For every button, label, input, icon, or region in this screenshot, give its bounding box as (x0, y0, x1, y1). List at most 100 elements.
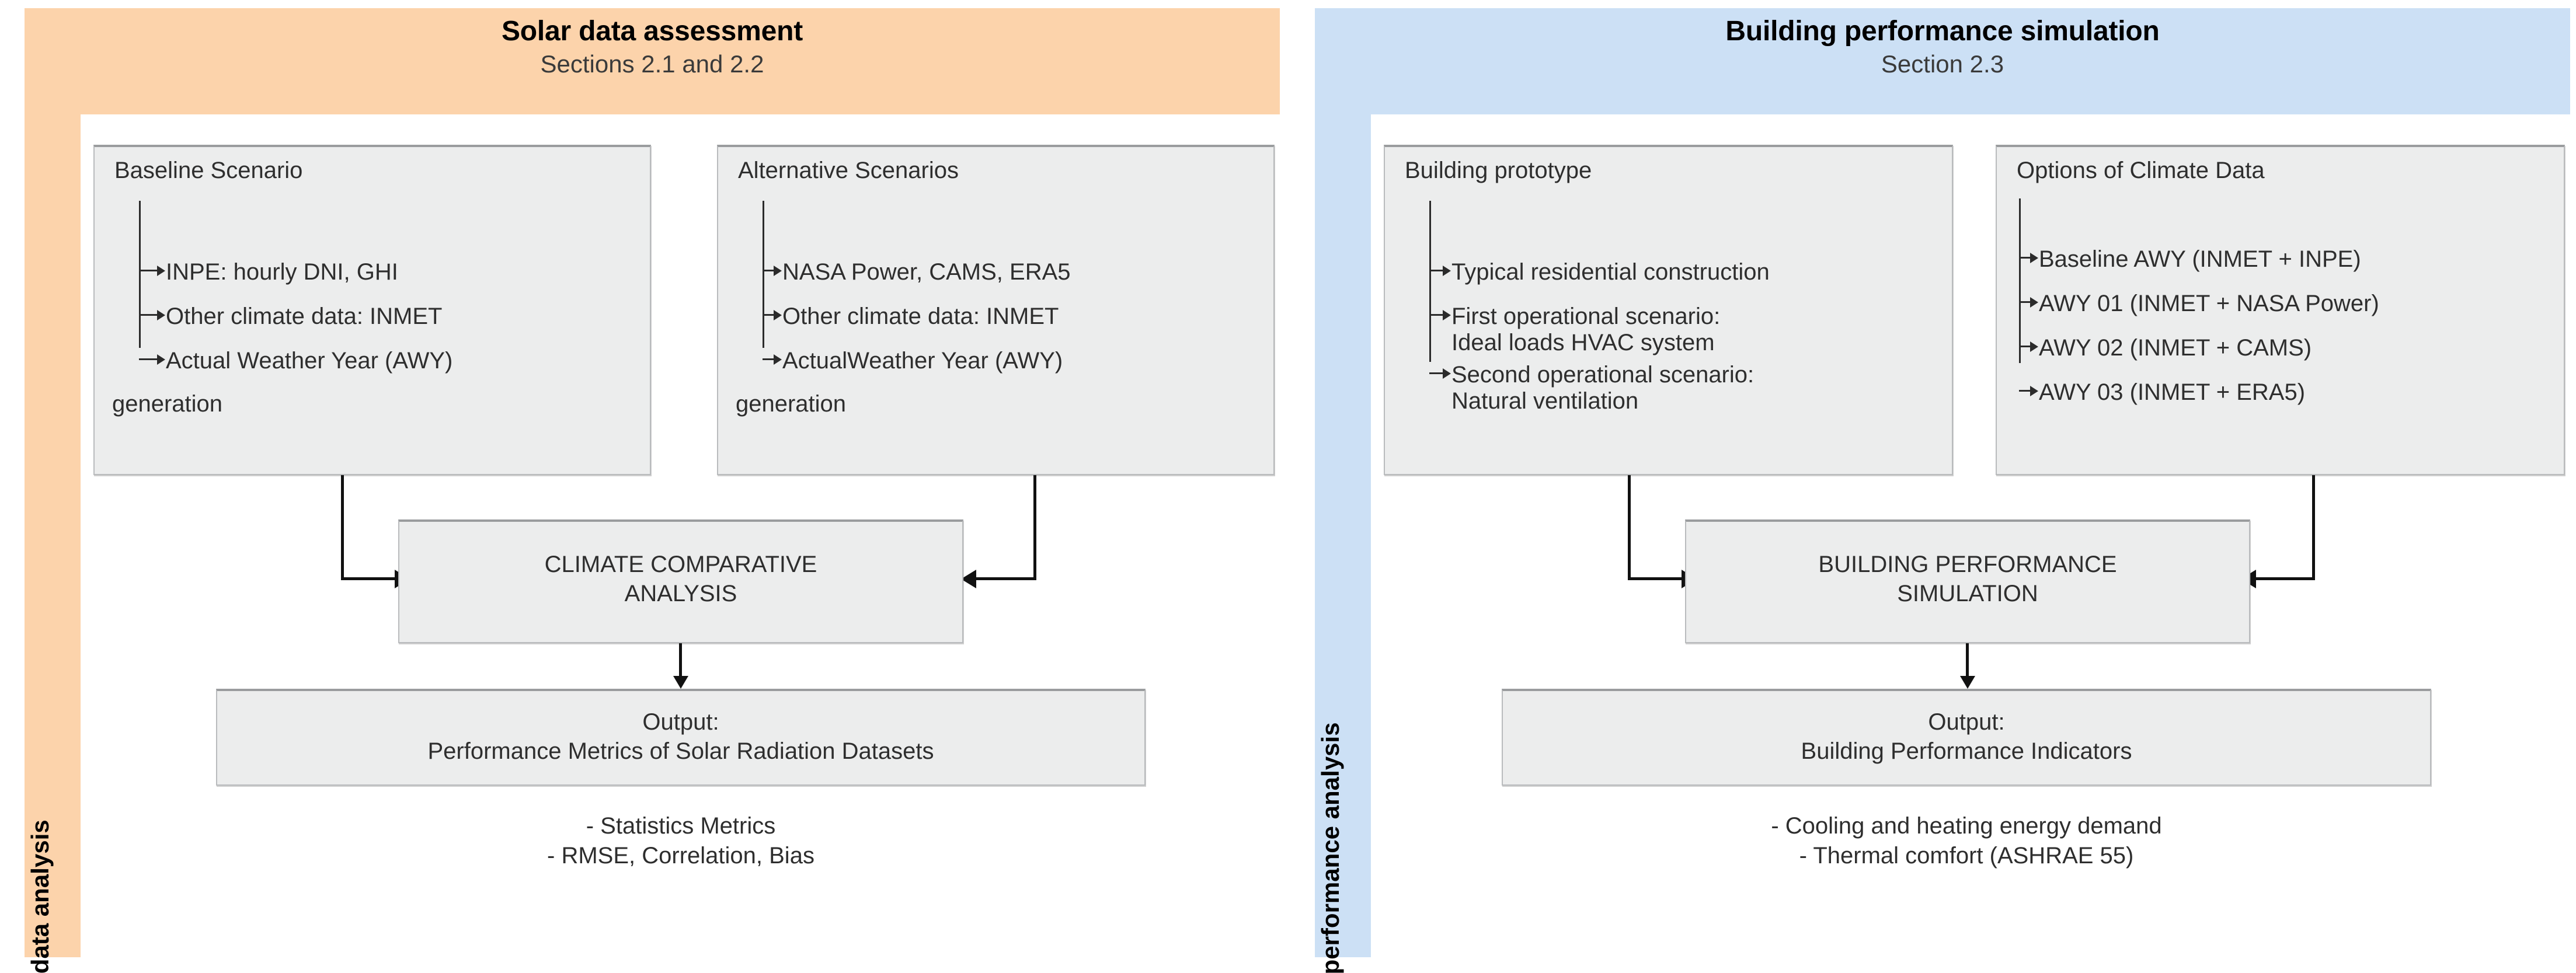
list-item: NASA Power, CAMS, ERA5 (763, 259, 1071, 285)
tree-arm (2019, 390, 2032, 392)
tree-arrow-icon (774, 310, 782, 320)
connector-line (1628, 475, 1631, 580)
left-panel-title: Solar data assessment (501, 16, 803, 47)
connector-arrow-icon (961, 570, 976, 588)
tree-arm (2019, 257, 2032, 259)
box-alternative-scenarios-tail: generation (736, 391, 847, 417)
list-item-label: AWY 02 (INMET + CAMS) (2039, 335, 2312, 361)
connector-arrow-icon (1960, 676, 1975, 689)
right-panel-header: Building performance simulation Section … (1315, 8, 2570, 114)
right-panel-title: Building performance simulation (1725, 16, 2160, 47)
box-options-climate-data-heading: Options of Climate Data (2017, 158, 2265, 183)
connector-arrow-icon (673, 676, 688, 689)
box-output-building-indicators-label: Output: Building Performance Indicators (1801, 709, 2132, 764)
tree-arm (763, 358, 775, 360)
left-panel-header: Solar data assessment Sections 2.1 and 2… (25, 8, 1280, 114)
left-panel-footnote: - Statistics Metrics - RMSE, Correlation… (547, 813, 814, 869)
tree-arm (1429, 314, 1444, 316)
list-item-label: NASA Power, CAMS, ERA5 (782, 259, 1071, 285)
right-panel-footnote: - Cooling and heating energy demand - Th… (1771, 813, 2162, 869)
list-item: Second operational scenario: Natural ven… (1429, 362, 1754, 414)
list-item: Baseline AWY (INMET + INPE) (2019, 246, 2361, 273)
tree-stem (2019, 198, 2021, 363)
list-item-label: AWY 01 (INMET + NASA Power) (2039, 291, 2379, 316)
list-item-label: Second operational scenario: Natural ven… (1451, 362, 1755, 414)
list-item: AWY 03 (INMET + ERA5) (2019, 379, 2305, 406)
left-panel-subtitle: Sections 2.1 and 2.2 (540, 50, 764, 78)
box-output-solar-metrics: Output: Performance Metrics of Solar Rad… (216, 689, 1146, 786)
connector-line (1628, 577, 1686, 580)
connector-line (679, 643, 682, 679)
connector-line (2312, 475, 2315, 580)
list-item: First operational scenario: Ideal loads … (1429, 304, 1720, 356)
tree-arm (139, 270, 159, 271)
box-building-prototype: Building prototype Typical residential c… (1384, 145, 1953, 475)
tree-arm (1429, 270, 1444, 271)
tree-arm (2019, 301, 2032, 303)
box-building-performance-simulation-label: BUILDING PERFORMANCE SIMULATION (1818, 552, 2117, 606)
box-building-performance-simulation: BUILDING PERFORMANCE SIMULATION (1685, 519, 2250, 643)
list-item: INPE: hourly DNI, GHI (139, 259, 398, 285)
list-item: Other climate data: INMET (139, 304, 442, 330)
tree-arrow-icon (2030, 297, 2038, 308)
tree-stem (763, 201, 764, 348)
list-item-label: Baseline AWY (INMET + INPE) (2039, 246, 2361, 272)
box-baseline-scenario-heading: Baseline Scenario (114, 158, 303, 183)
tree-arm (763, 270, 775, 271)
tree-arm (1429, 372, 1444, 374)
connector-line (1033, 475, 1036, 580)
tree-arrow-icon (157, 354, 165, 365)
left-panel-rail: Climate data analysis (25, 8, 81, 973)
tree-arrow-icon (1443, 266, 1451, 276)
box-options-climate-data: Options of Climate Data Baseline AWY (IN… (1996, 145, 2565, 475)
tree-arrow-icon (774, 354, 782, 365)
box-alternative-scenarios: Alternative Scenarios NASA Power, CAMS, … (717, 145, 1275, 475)
list-item: Actual Weather Year (AWY) (139, 348, 452, 374)
tree-arrow-icon (774, 266, 782, 276)
connector-line (2255, 577, 2315, 580)
right-panel-rail-label: Building energy performance analysis (1317, 722, 1344, 973)
tree-stem (139, 201, 141, 348)
box-climate-comparative-analysis-label: CLIMATE COMPARATIVE ANALYSIS (544, 552, 817, 606)
list-item-label: Other climate data: INMET (166, 304, 443, 329)
tree-arm (2019, 346, 2032, 347)
connector-line (341, 475, 344, 580)
right-panel-rail: Building energy performance analysis (1315, 8, 1371, 973)
connector-line (975, 577, 1036, 580)
list-item: Other climate data: INMET (763, 304, 1059, 330)
list-item-label: AWY 03 (INMET + ERA5) (2039, 379, 2306, 405)
box-output-building-indicators: Output: Building Performance Indicators (1502, 689, 2431, 786)
box-baseline-scenario: Baseline Scenario INPE: hourly DNI, GHI … (93, 145, 651, 475)
options-climate-data-tree: Baseline AWY (INMET + INPE) AWY 01 (INME… (2019, 198, 2556, 420)
tree-stem (1429, 201, 1431, 362)
tree-arrow-icon (2030, 253, 2038, 263)
box-baseline-scenario-tail: generation (112, 391, 223, 417)
box-output-solar-metrics-label: Output: Performance Metrics of Solar Rad… (427, 709, 934, 764)
box-building-prototype-heading: Building prototype (1405, 158, 1592, 183)
tree-arm (139, 358, 159, 360)
left-panel-rail-label: Climate data analysis (26, 819, 54, 973)
box-climate-comparative-analysis: CLIMATE COMPARATIVE ANALYSIS (398, 519, 963, 643)
list-item-label: First operational scenario: Ideal loads … (1451, 304, 1721, 355)
list-item-label: Actual Weather Year (AWY) (166, 348, 453, 374)
alternative-scenarios-tree: NASA Power, CAMS, ERA5 Other climate dat… (763, 201, 1265, 393)
list-item-label: INPE: hourly DNI, GHI (166, 259, 398, 285)
list-item: AWY 02 (INMET + CAMS) (2019, 335, 2312, 361)
building-prototype-tree: Typical residential construction First o… (1429, 201, 1943, 423)
tree-arm (139, 314, 159, 316)
tree-arm (763, 314, 775, 316)
connector-line (341, 577, 399, 580)
list-item-label: ActualWeather Year (AWY) (782, 348, 1063, 374)
list-item-label: Other climate data: INMET (782, 304, 1059, 329)
connector-line (1966, 643, 1969, 679)
list-item: Typical residential construction (1429, 259, 1770, 285)
tree-arrow-icon (1443, 368, 1451, 379)
tree-arrow-icon (1443, 310, 1451, 320)
box-alternative-scenarios-heading: Alternative Scenarios (738, 158, 959, 183)
tree-arrow-icon (2030, 341, 2038, 352)
tree-arrow-icon (157, 266, 165, 276)
baseline-scenario-tree: INPE: hourly DNI, GHI Other climate data… (139, 201, 641, 393)
list-item: ActualWeather Year (AWY) (763, 348, 1063, 374)
tree-arrow-icon (2030, 386, 2038, 396)
